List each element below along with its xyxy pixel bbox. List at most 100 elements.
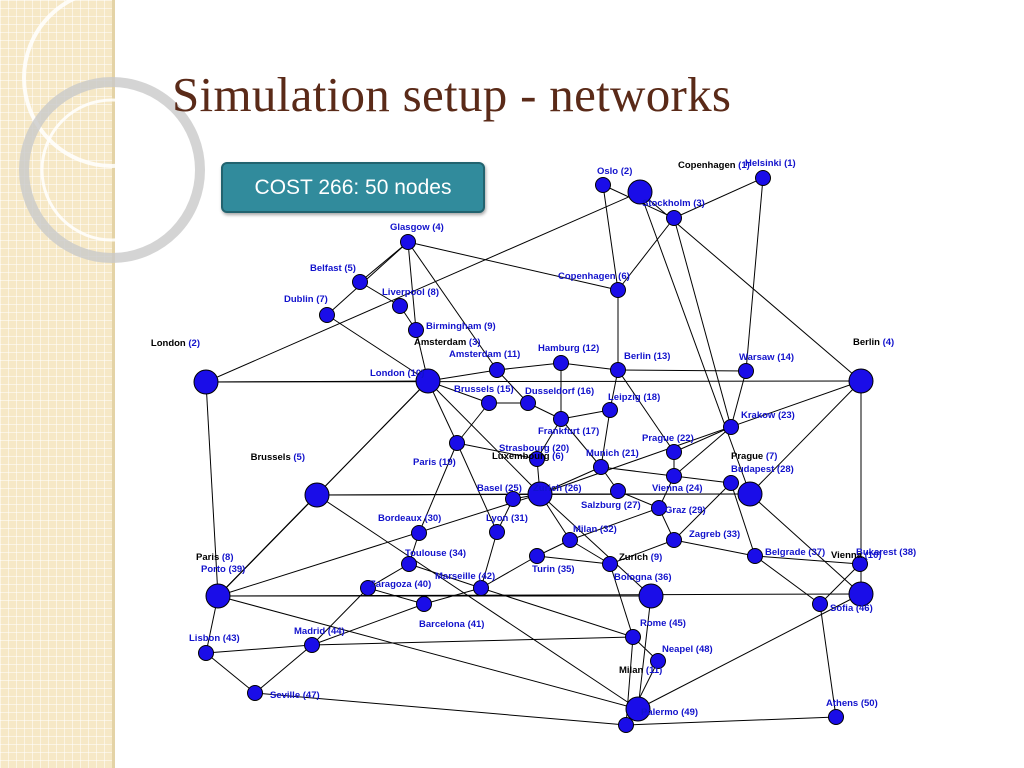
label-b_vienna: Vienna (10) — [831, 550, 882, 561]
link-b_prague-b_vienna — [749, 493, 862, 595]
link-b_luxembourg-b_amsterdam — [427, 380, 541, 495]
label-sofia: Sofia (46) — [830, 603, 873, 614]
node-b_prague — [737, 481, 763, 507]
link-marseille-rome — [480, 587, 634, 638]
node-budapest — [723, 475, 739, 491]
link-brussels15-paris19 — [456, 402, 490, 444]
link-glasgow-amsterdam11 — [407, 241, 498, 371]
label-belfast: Belfast (5) — [310, 263, 356, 274]
link-b_brussels-b_milan — [316, 494, 639, 710]
link-dublin-glasgow — [326, 241, 409, 316]
node-rome — [625, 629, 641, 645]
label-bordeaux: Bordeaux (30) — [378, 513, 441, 524]
label-neapel: Neapel (48) — [662, 644, 713, 655]
link-copenhagen6-glasgow — [407, 241, 619, 291]
link-warsaw-krakow — [730, 370, 747, 428]
link-barcelona-madrid — [311, 603, 425, 646]
node-belfast — [352, 274, 368, 290]
label-belgrade: Belgrade (37) — [765, 547, 825, 558]
node-b_helsinki_top — [627, 179, 653, 205]
label-vienna24: Vienna (24) — [652, 483, 703, 494]
link-madrid-seville — [254, 644, 313, 694]
link-berlin13-prague22 — [617, 369, 675, 453]
node-dusseldorf — [520, 395, 536, 411]
link-prague22-krakow — [673, 426, 732, 453]
label-liverpool: Liverpool (8) — [382, 287, 439, 298]
link-barcelona-marseille — [423, 587, 482, 605]
node-copenhagen6 — [610, 282, 626, 298]
label-munich: Munich (21) — [586, 448, 639, 459]
link-seville-palermo — [254, 692, 627, 726]
link-athens-palermo — [625, 716, 837, 726]
label-zurich26: Zurich (26) — [533, 483, 582, 494]
label-zagreb: Zagreb (33) — [689, 529, 740, 540]
label-seville: Seville (47) — [270, 690, 320, 701]
link-paris19-bordeaux — [418, 442, 458, 534]
label-b_amsterdam: Amsterdam (3) — [414, 337, 481, 348]
link-b_london-b_paris — [205, 381, 219, 597]
node-brussels15 — [481, 395, 497, 411]
labels-layer: Helsinki (1)Oslo (2)Stockholm (3)Glasgow… — [151, 158, 916, 718]
label-milan32: Milan (32) — [573, 524, 617, 535]
node-marseille — [473, 580, 489, 596]
node-krakow — [723, 419, 739, 435]
node-turin — [529, 548, 545, 564]
node-sofia — [812, 596, 828, 612]
node-munich — [593, 459, 609, 475]
link-stockholm-copenhagen6 — [617, 217, 675, 291]
link-bologna-rome — [609, 563, 634, 638]
link-b_paris-b_luxembourg — [217, 493, 541, 597]
label-madrid: Madrid (44) — [294, 626, 345, 637]
node-hamburg — [553, 355, 569, 371]
link-stockholm-krakow — [673, 217, 732, 428]
label-dublin: Dublin (7) — [284, 294, 328, 305]
label-dusseldorf: Dusseldorf (16) — [525, 386, 594, 397]
node-berlin13 — [610, 362, 626, 378]
link-toulouse-marseille — [408, 563, 482, 589]
link-zaragoza-barcelona — [367, 587, 425, 605]
label-birmingham: Birmingham (9) — [426, 321, 496, 332]
node-prague22 — [666, 444, 682, 460]
link-munich-vienna24 — [600, 466, 675, 477]
label-b_milan: Milan (11) — [619, 665, 662, 676]
node-b_zurich — [638, 583, 664, 609]
link-b_berlin-b_luxembourg — [539, 380, 862, 495]
node-neapel — [650, 653, 666, 669]
label-strasbourg: Strasbourg (20) — [499, 443, 569, 454]
node-palermo — [618, 717, 634, 733]
node-zaragoza — [360, 580, 376, 596]
label-b_brussels: Brussels (5) — [251, 452, 305, 463]
link-belgrade-bukarest — [754, 555, 861, 565]
label-palermo: Palermo (49) — [641, 707, 698, 718]
node-basel — [505, 491, 521, 507]
node-graz — [651, 500, 667, 516]
link-stockholm-helsinki — [673, 177, 764, 219]
link-zagreb-bologna — [609, 539, 675, 565]
node-b_paris — [205, 583, 231, 609]
label-leipzig: Leipzig (18) — [608, 392, 660, 403]
node-b_brussels — [304, 482, 330, 508]
node-oslo — [595, 177, 611, 193]
node-madrid — [304, 637, 320, 653]
node-toulouse — [401, 556, 417, 572]
deco-circle-ring — [19, 77, 205, 263]
link-b_berlin-b_prague — [749, 380, 862, 495]
node-b_vienna — [848, 581, 874, 607]
node-barcelona — [416, 596, 432, 612]
label-athens: Athens (50) — [826, 698, 878, 709]
label-b_paris: Paris (8) — [196, 552, 234, 563]
label-b_luxembourg: Luxembourg (6) — [492, 451, 564, 462]
label-prague22: Prague (22) — [642, 433, 694, 444]
label-b_berlin: Berlin (4) — [853, 337, 894, 348]
node-warsaw — [738, 363, 754, 379]
link-b_london-b_amsterdam — [205, 380, 429, 383]
link-lyon-marseille — [480, 531, 498, 589]
node-paris19 — [449, 435, 465, 451]
label-stockholm: Stockholm (3) — [642, 198, 705, 209]
node-frankfurt — [553, 411, 569, 427]
label-b_helsinki_top: Copenhagen (1) — [678, 160, 750, 171]
label-frankfurt: Frankfurt (17) — [538, 426, 599, 437]
link-b_zurich-b_luxembourg — [539, 493, 652, 597]
deco-circle-inner — [40, 98, 184, 242]
